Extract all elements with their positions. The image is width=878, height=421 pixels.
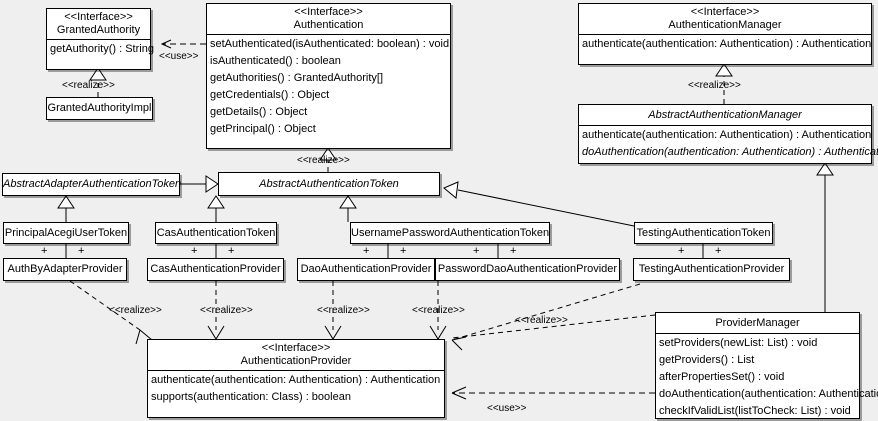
class-testing-authentication-provider[interactable]: TestingAuthenticationProvider — [633, 258, 790, 281]
method-item: doAuthentication(authentication: Authent… — [659, 388, 878, 400]
class-name-label: ProviderManager — [715, 317, 800, 329]
class-name-label: AbstractAuthenticationManager — [648, 109, 802, 121]
label-use-providermanager: <<use>> — [487, 403, 527, 414]
label-use-grantedauthority: <<use>> — [159, 51, 199, 62]
dependency-providermanager-uses-authenticationprovider — [451, 386, 655, 400]
class-header: AbstractAuthenticationManager — [579, 105, 871, 125]
label-realize-grantedauthorityimpl: <<realize>> — [62, 80, 115, 91]
method-item: authenticate(authentication: Authenticat… — [582, 38, 872, 50]
label-realize-authbyadapterprovider: <<realize>> — [109, 305, 162, 316]
class-name-label: GrantedAuthority — [56, 24, 141, 36]
association-marker-plus: + — [41, 245, 48, 257]
class-dao-authentication-provider[interactable]: DaoAuthenticationProvider — [297, 258, 435, 281]
generalization-casauthenticationtoken-abstractauthenticationtoken — [207, 195, 225, 222]
class-name-label: TestingAuthenticationProvider — [638, 263, 785, 275]
class-abstract-authentication-token[interactable]: AbstractAuthenticationToken — [218, 172, 440, 196]
class-abstract-adapter-authentication-token[interactable]: AbstractAdapterAuthenticationToken — [2, 173, 182, 196]
class-abstract-authentication-manager[interactable]: AbstractAuthenticationManager authentica… — [578, 104, 878, 164]
class-name-label: GrantedAuthorityImpl — [47, 102, 152, 114]
class-authentication-provider[interactable]: <<Interface>> AuthenticationProvider aut… — [147, 339, 445, 418]
association-marker-plus: + — [78, 245, 85, 257]
methods-compartment: authenticate(authentication: Authenticat… — [579, 125, 878, 162]
label-realize-casauthenticationprovider: <<realize>> — [200, 305, 253, 316]
class-name-label: PrincipalAcegiUserToken — [4, 226, 128, 239]
class-name-label: Authentication — [293, 19, 364, 31]
association-marker-plus: + — [191, 245, 198, 257]
generalization-providermanager-abstractauthenticationmanager — [816, 162, 834, 312]
method-item: getPrincipal() : Object — [210, 123, 316, 135]
method-item: authenticate(authentication: Authenticat… — [151, 374, 441, 386]
class-name-label: CasAuthenticationProvider — [150, 263, 281, 275]
method-item: afterPropertiesSet() : void — [659, 371, 785, 383]
association-marker-plus: + — [228, 245, 235, 257]
generalization-usernamepasswordtoken-abstractauthenticationtoken — [339, 195, 357, 222]
class-name-label: DaoAuthenticationProvider — [300, 263, 432, 275]
method-item: getAuthority() : String — [50, 43, 154, 55]
class-name-label: CasAuthenticationToken — [156, 226, 276, 239]
class-header: <<Interface>> AuthenticationProvider — [148, 340, 444, 370]
class-granted-authority-impl[interactable]: GrantedAuthorityImpl — [46, 97, 153, 120]
association-marker-plus: + — [510, 245, 517, 257]
class-authentication[interactable]: <<Interface>> Authentication setAuthenti… — [206, 3, 451, 149]
class-name-label: UsernamePasswordAuthenticationToken — [351, 226, 550, 239]
class-name-label: PasswordDaoAuthenticationProvider — [437, 263, 618, 275]
association-marker-plus: + — [678, 245, 685, 257]
method-item: authenticate(authentication: Authenticat… — [582, 129, 872, 141]
method-item: getDetails() : Object — [210, 106, 308, 118]
generalization-testingauthenticationtoken-abstractauthenticationtoken — [443, 181, 635, 227]
label-realize-abstractauthenticationmanager: <<realize>> — [688, 80, 741, 91]
class-name-label: AuthenticationProvider — [240, 355, 352, 367]
association-marker-plus: + — [400, 245, 407, 257]
stereotype-label: <<Interface>> — [294, 6, 363, 18]
class-header: <<Interface>> Authentication — [207, 4, 450, 34]
class-name-label: AbstractAdapterAuthenticationToken — [3, 178, 182, 190]
method-item: setProviders(newList: List) : void — [659, 337, 818, 349]
label-realize-passworddaoprovider: <<realize>> — [412, 305, 465, 316]
method-item: isAuthenticated() : boolean — [210, 55, 341, 67]
label-realize-abstractauthenticationtoken: <<realize>> — [297, 155, 350, 166]
class-provider-manager[interactable]: ProviderManager setProviders(newList: Li… — [655, 312, 878, 421]
association-marker-plus: + — [715, 245, 722, 257]
class-testing-authentication-token[interactable]: TestingAuthenticationToken — [634, 222, 773, 244]
class-principal-acegi-user-token[interactable]: PrincipalAcegiUserToken — [3, 222, 129, 244]
class-auth-by-adapter-provider[interactable]: AuthByAdapterProvider — [3, 258, 127, 281]
method-item: getAuthorities() : GrantedAuthority[] — [210, 72, 384, 84]
class-granted-authority[interactable]: <<Interface>> GrantedAuthority getAuthor… — [46, 8, 154, 70]
method-item: doAuthentication(authentication: Authent… — [582, 146, 878, 158]
association-marker-plus: + — [363, 245, 370, 257]
class-cas-authentication-token[interactable]: CasAuthenticationToken — [155, 222, 277, 244]
stereotype-label: <<Interface>> — [64, 11, 133, 23]
class-name-label: AuthenticationManager — [668, 19, 782, 31]
methods-compartment: setProviders(newList: List) : void getPr… — [656, 333, 878, 421]
class-name-label: AbstractAuthenticationToken — [259, 177, 399, 190]
class-password-dao-authentication-provider[interactable]: PasswordDaoAuthenticationProvider — [435, 258, 620, 281]
class-cas-authentication-provider[interactable]: CasAuthenticationProvider — [147, 258, 284, 281]
method-item: getCredentials() : Object — [210, 89, 330, 101]
method-item: supports(authentication: Class) : boolea… — [151, 391, 351, 403]
method-item: setAuthenticated(isAuthenticated: boolea… — [210, 38, 450, 50]
methods-compartment: setAuthenticated(isAuthenticated: boolea… — [207, 34, 450, 139]
stereotype-label: <<Interface>> — [690, 6, 760, 18]
method-item: checkIfValidList(listToCheck: List) : vo… — [659, 405, 851, 417]
stereotype-label: <<Interface>> — [261, 342, 331, 354]
methods-compartment: authenticate(authentication: Authenticat… — [148, 370, 444, 407]
label-realize-daoauthenticationprovider: <<realize>> — [317, 305, 370, 316]
class-header: <<Interface>> AuthenticationManager — [579, 4, 871, 34]
class-header: ProviderManager — [656, 313, 859, 333]
class-name-label: AuthByAdapterProvider — [7, 263, 123, 275]
generalization-principalacegiusertoken-abstractadapter — [57, 195, 75, 222]
label-realize-providermanager: <<realize>> — [515, 315, 568, 326]
class-name-label: TestingAuthenticationToken — [636, 226, 771, 239]
class-username-password-authentication-token[interactable]: UsernamePasswordAuthenticationToken — [350, 222, 550, 244]
methods-compartment: getAuthority() : String — [47, 39, 154, 59]
methods-compartment: authenticate(authentication: Authenticat… — [579, 34, 871, 54]
class-header: <<Interface>> GrantedAuthority — [47, 9, 150, 39]
class-authentication-manager[interactable]: <<Interface>> AuthenticationManager auth… — [578, 3, 872, 65]
method-item: getProviders() : List — [659, 354, 755, 366]
generalization-abstractadapter-abstractauthenticationtoken — [180, 175, 219, 193]
association-marker-plus: + — [473, 245, 480, 257]
